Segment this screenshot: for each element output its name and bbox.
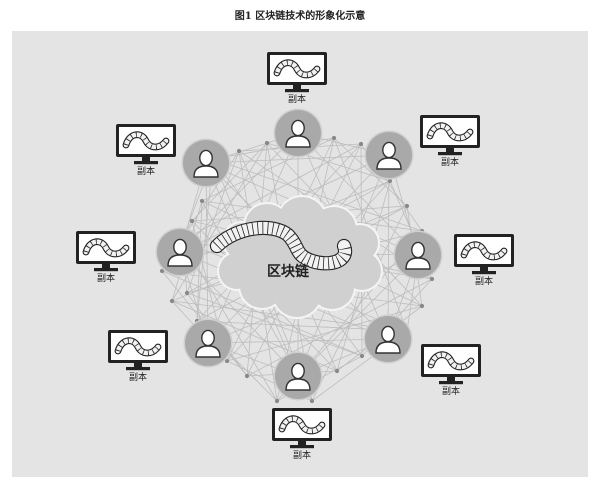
chain-icon bbox=[82, 238, 130, 258]
chain-icon bbox=[273, 59, 321, 79]
network-node bbox=[155, 227, 205, 277]
replica-label: 副本 bbox=[288, 93, 306, 105]
person-icon bbox=[167, 238, 193, 267]
replica-monitor: 副本 bbox=[272, 408, 332, 461]
chain-icon bbox=[114, 337, 162, 357]
network-link bbox=[311, 205, 408, 402]
network-dot bbox=[264, 140, 270, 146]
monitor-icon bbox=[108, 330, 168, 371]
person-icon bbox=[195, 329, 221, 358]
monitor-icon bbox=[421, 344, 481, 385]
network-dot bbox=[309, 398, 315, 404]
monitor-icon bbox=[272, 408, 332, 449]
network-link bbox=[181, 143, 362, 242]
person-icon bbox=[375, 325, 401, 354]
network-link bbox=[297, 254, 419, 377]
chain-icon bbox=[427, 351, 475, 371]
network-dot bbox=[184, 290, 190, 296]
replica-label: 副本 bbox=[97, 272, 115, 284]
blockchain-diagram: 副本副本副本副本副本副本副本副本 区块链 bbox=[12, 31, 588, 477]
replica-label: 副本 bbox=[129, 371, 147, 383]
chain-icon bbox=[460, 241, 508, 261]
network-link bbox=[186, 292, 363, 357]
network-dot bbox=[224, 358, 230, 364]
person-icon bbox=[285, 362, 311, 391]
chain-icon bbox=[426, 122, 474, 142]
person-icon bbox=[193, 149, 219, 178]
cloud-icon bbox=[209, 195, 383, 319]
network-node bbox=[181, 138, 231, 188]
network-node bbox=[273, 108, 323, 158]
network-link bbox=[161, 270, 363, 357]
network-link bbox=[179, 251, 299, 377]
monitor-icon bbox=[267, 52, 327, 93]
person-icon bbox=[405, 241, 431, 270]
replica-monitor: 副本 bbox=[116, 124, 176, 177]
network-dot bbox=[429, 276, 435, 282]
network-dot bbox=[274, 398, 280, 404]
network-dot bbox=[331, 135, 337, 141]
network-node bbox=[393, 230, 443, 280]
replica-monitor: 副本 bbox=[267, 52, 327, 105]
replica-monitor: 副本 bbox=[421, 344, 481, 397]
network-node bbox=[363, 314, 413, 364]
network-dot bbox=[359, 353, 365, 359]
network-node bbox=[273, 351, 323, 401]
network-dot bbox=[236, 148, 242, 154]
monitor-icon bbox=[116, 124, 176, 165]
cloud-label: 区块链 bbox=[267, 263, 310, 280]
network-dot bbox=[404, 203, 410, 209]
replica-label: 副本 bbox=[137, 165, 155, 177]
network-dot bbox=[387, 178, 393, 184]
network-node bbox=[364, 130, 414, 180]
replica-label: 副本 bbox=[441, 156, 459, 168]
network-dot bbox=[419, 303, 425, 309]
network-link bbox=[179, 132, 299, 253]
network-link bbox=[191, 142, 268, 222]
network-link bbox=[333, 137, 408, 207]
replica-label: 副本 bbox=[475, 275, 493, 287]
network-dot bbox=[358, 141, 364, 147]
monitor-icon bbox=[420, 115, 480, 156]
replica-monitor: 副本 bbox=[76, 231, 136, 284]
network-dot bbox=[169, 298, 175, 304]
figure-caption: 图1 区块链技术的形象化示意 bbox=[234, 11, 366, 22]
network-nodes bbox=[155, 108, 443, 401]
network-link bbox=[205, 154, 390, 164]
replica-monitor: 副本 bbox=[454, 234, 514, 287]
replica-label: 副本 bbox=[442, 385, 460, 397]
person-icon bbox=[376, 141, 402, 170]
monitor-icon bbox=[76, 231, 136, 272]
network-node bbox=[183, 318, 233, 368]
replica-monitor: 副本 bbox=[420, 115, 480, 168]
network-dot bbox=[159, 268, 165, 274]
replica-monitor: 副本 bbox=[108, 330, 168, 383]
chain-icon bbox=[122, 131, 170, 151]
chain-icon bbox=[209, 220, 353, 271]
network-dot bbox=[189, 218, 195, 224]
person-icon bbox=[285, 119, 311, 148]
chain-icon bbox=[278, 415, 326, 435]
monitor-icon bbox=[454, 234, 514, 275]
network-dot bbox=[334, 368, 340, 374]
network-dot bbox=[199, 198, 205, 204]
replica-label: 副本 bbox=[293, 449, 311, 461]
network-dot bbox=[244, 373, 250, 379]
